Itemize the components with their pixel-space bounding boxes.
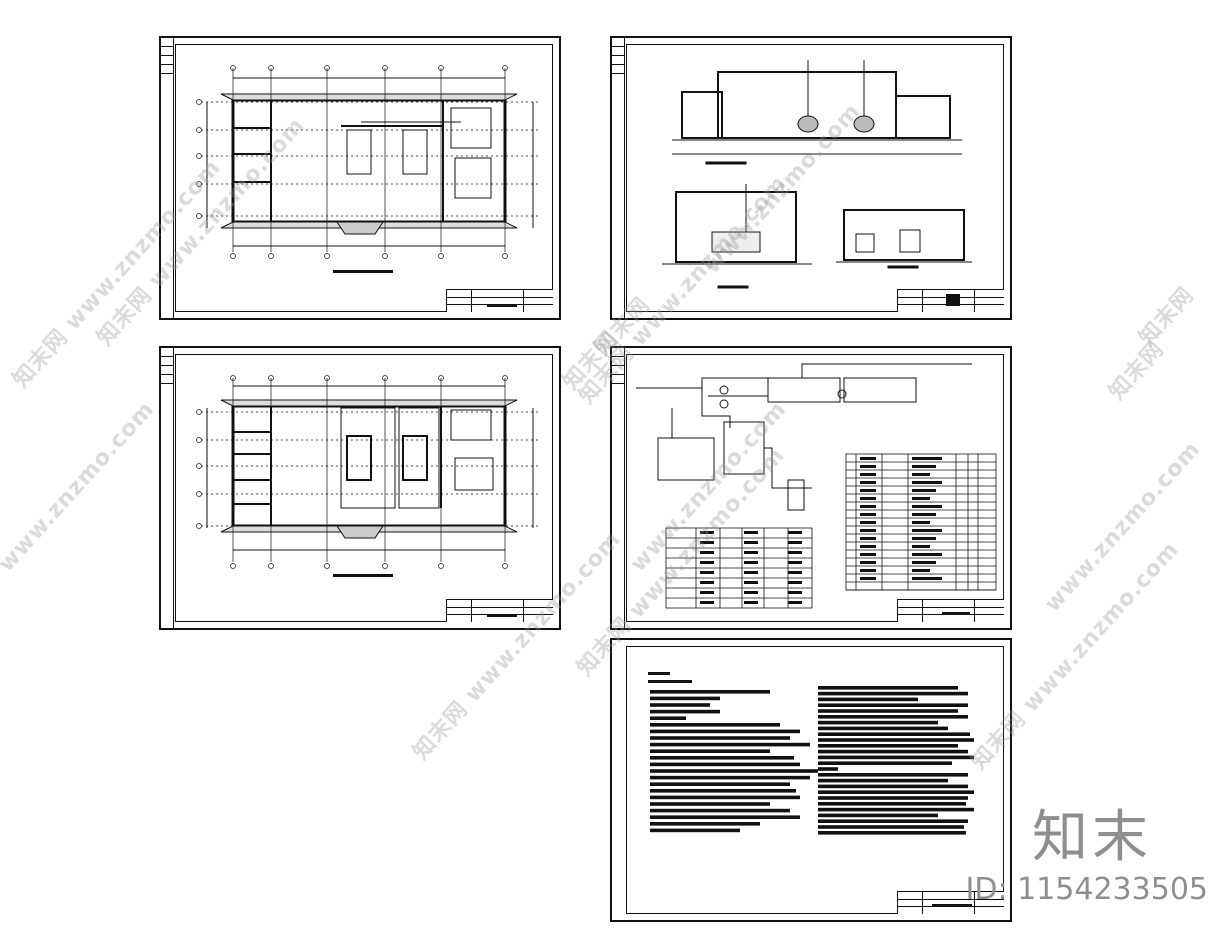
notes-text-blocks <box>648 672 974 835</box>
image-id-label: ID: 1154233505 <box>965 872 1208 907</box>
sheet-system-diagram[interactable] <box>610 346 1012 630</box>
legend-table <box>665 527 813 609</box>
title-block <box>446 289 553 312</box>
watermark-text: www.znzmo.com <box>1040 436 1206 617</box>
equipment-schedule <box>845 453 997 591</box>
binding-strip <box>161 348 174 628</box>
sheet-design-notes[interactable] <box>610 638 1012 922</box>
title-block <box>897 599 1004 622</box>
title-block <box>897 891 1004 914</box>
sheet-sections[interactable] <box>610 36 1012 320</box>
watermark-text: 知末网 <box>1134 282 1200 351</box>
binding-strip <box>612 38 625 318</box>
drawing-frame <box>626 354 1004 622</box>
drawing-frame <box>626 646 1004 914</box>
binding-strip <box>161 38 174 318</box>
drawing-frame <box>175 44 553 312</box>
drawing-frame <box>175 354 553 622</box>
plan-drawing <box>196 375 539 577</box>
title-block <box>446 599 553 622</box>
brand-logo: 知末 <box>1032 805 1152 870</box>
sheet-floor-plan-equipment[interactable] <box>159 36 561 320</box>
binding-strip <box>612 348 625 628</box>
watermark-text: www.znzmo.com <box>0 396 160 577</box>
drawing-frame <box>626 44 1004 312</box>
plan-drawing <box>196 65 539 273</box>
title-block <box>897 289 1004 312</box>
watermark-text: 知末网 <box>1104 336 1170 405</box>
section-drawings <box>662 60 972 289</box>
sheet-floor-plan-layout[interactable] <box>159 346 561 630</box>
system-diagram <box>636 363 997 609</box>
